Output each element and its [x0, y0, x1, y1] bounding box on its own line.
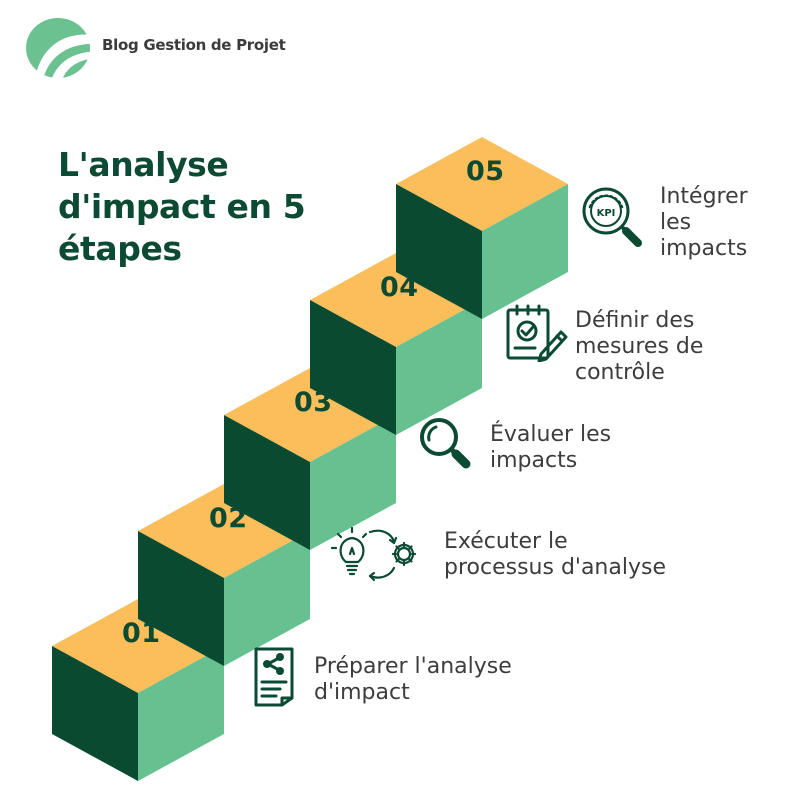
step-label-03: Évaluer les impacts: [490, 422, 612, 473]
brand-name: Blog Gestion de Projet: [102, 36, 286, 54]
leaf-logo-icon: [26, 18, 100, 80]
kpi-gauge-icon: KPI: [582, 187, 642, 247]
magnifier-icon: [420, 418, 471, 469]
step-2-front-face: [138, 531, 224, 666]
step-number-05: 05: [466, 156, 505, 187]
step-number-02: 02: [209, 503, 248, 534]
document-share-icon: [254, 647, 294, 707]
step-4-front-face: [310, 300, 396, 435]
step-5-side-face: [482, 184, 568, 319]
step-number-04: 04: [380, 272, 419, 303]
svg-text:KPI: KPI: [597, 208, 616, 219]
step-1-front-face: [52, 646, 138, 781]
step-label-05: Intégrer les impacts: [660, 184, 748, 261]
page-title: L'analyse d'impact en 5 étapes: [58, 145, 306, 268]
step-3-side-face: [310, 415, 396, 550]
step-1-side-face: [138, 646, 224, 781]
step-label-04: Définir des mesures de contrôle: [575, 308, 704, 385]
step-3-front-face: [224, 415, 310, 550]
step-2-side-face: [224, 531, 310, 666]
step-label-01: Préparer l'analyse d'impact: [314, 654, 512, 705]
checklist-pencil-icon: [506, 304, 568, 362]
step-number-03: 03: [294, 387, 333, 418]
step-number-01: 01: [122, 618, 161, 649]
step-label-02: Exécuter le processus d'analyse: [444, 529, 666, 580]
lightbulb-gear-icon: [330, 526, 417, 582]
step-4-side-face: [396, 300, 482, 435]
step-5-front-face: [396, 184, 482, 319]
